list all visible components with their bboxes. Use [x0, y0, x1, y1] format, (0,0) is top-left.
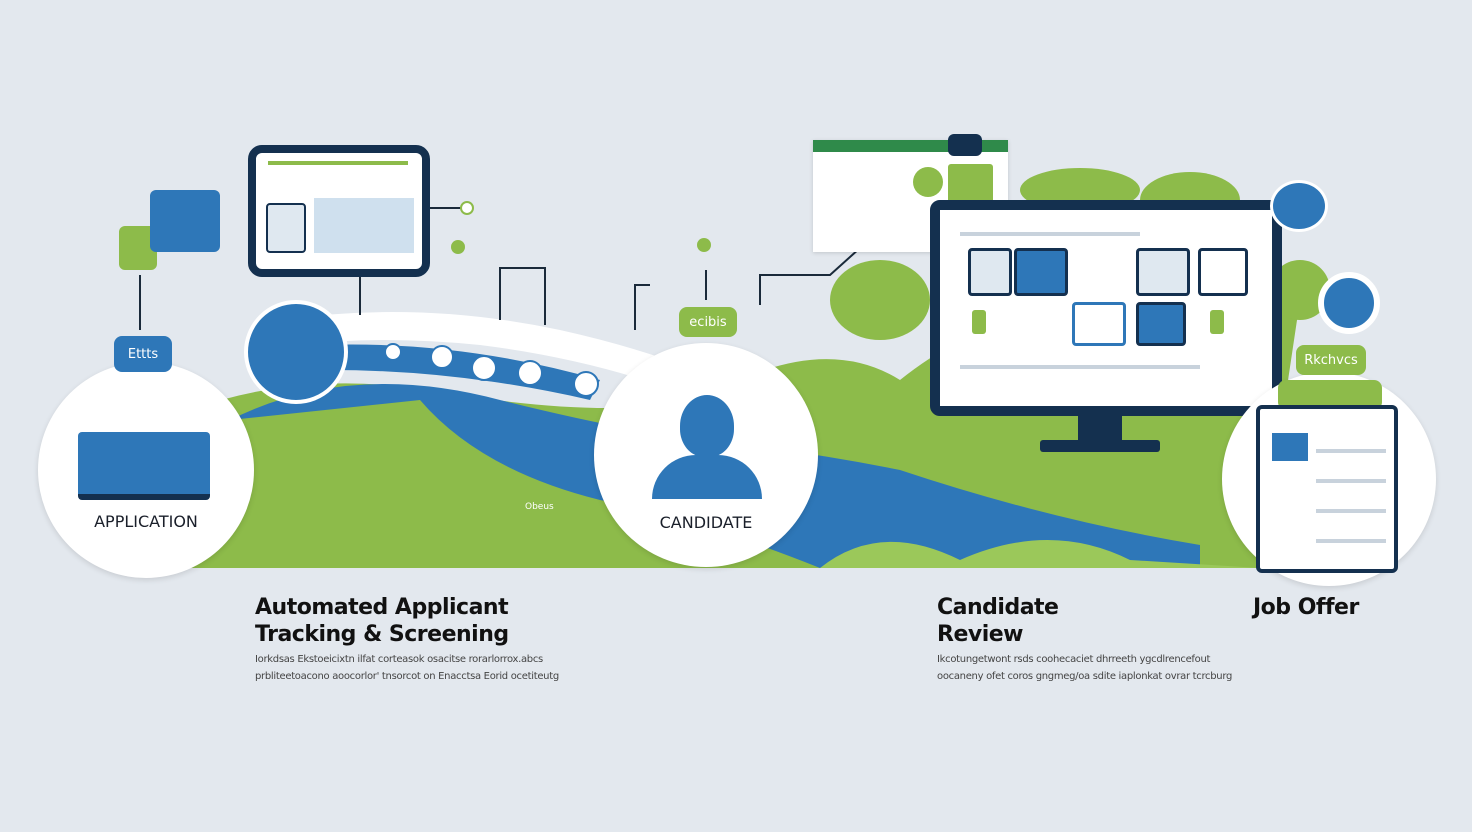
document-badge-icon — [244, 300, 348, 404]
tablet-screen — [248, 145, 430, 277]
badge-icon — [1318, 272, 1380, 334]
monitor-stand — [1078, 416, 1122, 440]
monitor-base — [1040, 440, 1160, 452]
title-line: Job Offer — [1253, 595, 1359, 620]
river-label: Obeus — [525, 502, 554, 512]
stage-tag: ecibis — [679, 307, 737, 337]
section-title: Candidate Review — [937, 594, 1059, 648]
title-line: Candidate — [937, 595, 1059, 620]
offer-document — [1256, 405, 1398, 573]
body-line: Iorkdsas Ekstoeicixtn ilfat corteasok os… — [255, 654, 543, 665]
stage-label: CANDIDATE — [659, 513, 753, 532]
monitor-screen — [930, 200, 1282, 416]
body-line: Ikcotungetwont rsds coohecaciet dhrreeth… — [937, 654, 1211, 665]
team-icon — [1270, 180, 1328, 232]
message-card-icon — [150, 190, 220, 252]
stage-label: APPLICATION — [94, 512, 198, 531]
section-title: Job Offer — [1253, 594, 1359, 621]
title-line: Automated Applicant — [255, 595, 509, 620]
stage-candidate: CANDIDATE — [594, 343, 818, 567]
section-body: Ikcotungetwont rsds coohecaciet dhrreeth… — [937, 651, 1232, 685]
title-line: Review — [937, 622, 1024, 647]
laptop-icon — [78, 432, 210, 500]
stage-application: APPLICATION — [38, 362, 254, 578]
person-body-icon — [652, 455, 762, 499]
title-line: Tracking & Screening — [255, 622, 509, 647]
pill-icon — [948, 134, 982, 156]
section-body: Iorkdsas Ekstoeicixtn ilfat corteasok os… — [255, 651, 559, 685]
person-icon — [680, 395, 734, 457]
stage-tag: Ettts — [114, 336, 172, 372]
section-title: Automated Applicant Tracking & Screening — [255, 594, 509, 648]
stage-tag: Rkchvcs — [1296, 345, 1366, 375]
body-line: prbliteetoacono aoocorlor' tnsorcot on E… — [255, 671, 559, 682]
body-line: oocaneny ofet coros gngmeg/oa sdite iapl… — [937, 671, 1233, 682]
